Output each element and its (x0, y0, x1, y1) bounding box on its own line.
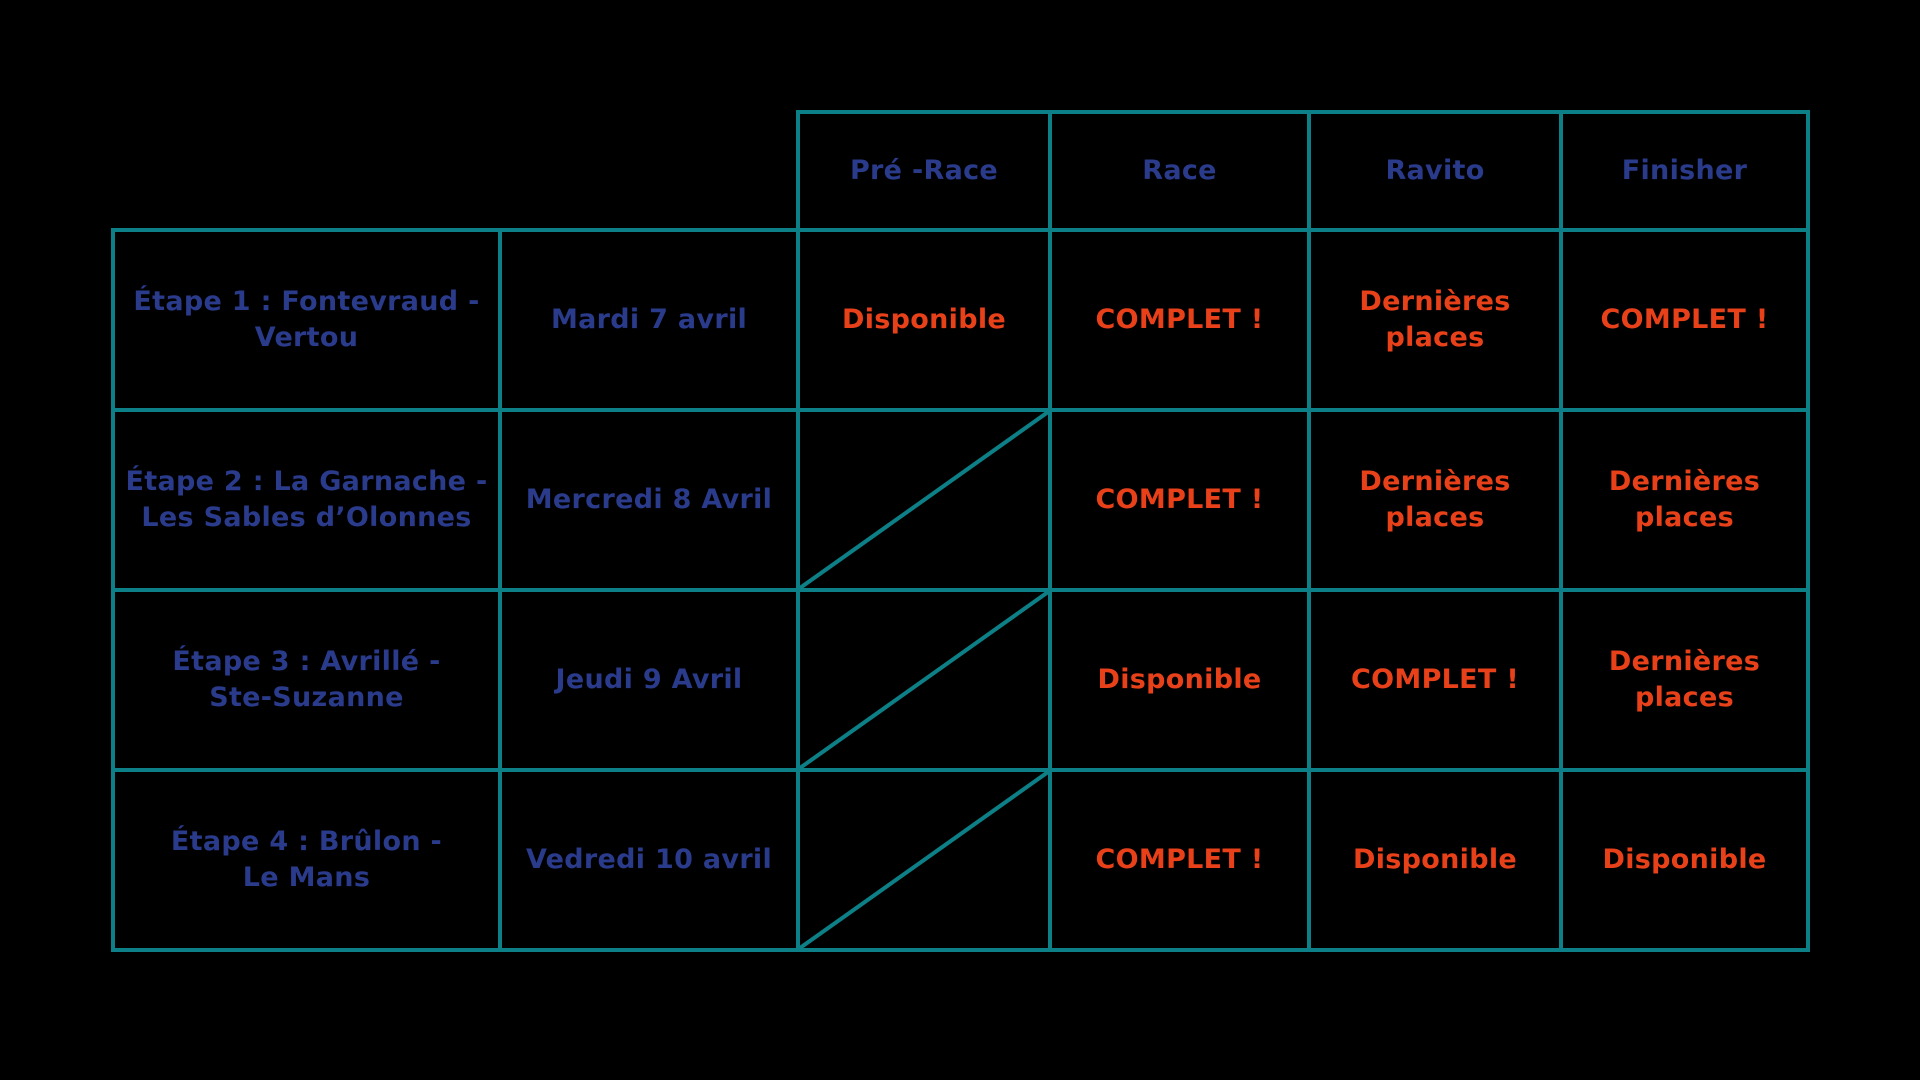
table-row-stage-2: Étape 2 : La Garnache - Les Sables d’Olo… (111, 408, 1810, 592)
status-cell-race: COMPLET ! (1048, 408, 1311, 592)
date-label: Mardi 7 avril (550, 303, 748, 335)
status-label: COMPLET ! (1600, 303, 1769, 335)
table-row-stage-3: Étape 3 : Avrillé - Ste-Suzanne Jeudi 9 … (111, 588, 1810, 772)
status-cell-ravito: COMPLET ! (1307, 588, 1563, 772)
date-cell: Vedredi 10 avril (498, 768, 800, 952)
header-cell-pre-race: Pré -Race (796, 110, 1052, 232)
header-label-ravito: Ravito (1385, 154, 1485, 186)
status-cell-race: COMPLET ! (1048, 228, 1311, 412)
stage-cell: Étape 2 : La Garnache - Les Sables d’Olo… (111, 408, 502, 592)
stage-label: Étape 2 : La Garnache - Les Sables d’Olo… (125, 465, 488, 533)
stage-cell: Étape 3 : Avrillé - Ste-Suzanne (111, 588, 502, 772)
status-cell-ravito: Disponible (1307, 768, 1563, 952)
status-label: Dernières places (1359, 285, 1511, 353)
diagonal-slash-icon (800, 772, 1048, 948)
status-cell-finisher: Dernières places (1559, 588, 1810, 772)
status-cell-pre-race-na (796, 768, 1052, 952)
status-label: Disponible (1097, 663, 1262, 695)
header-cell-race: Race (1048, 110, 1311, 232)
status-cell-finisher: Dernières places (1559, 408, 1810, 592)
header-void-stage (113, 112, 500, 230)
status-label: COMPLET ! (1095, 303, 1264, 335)
status-cell-ravito: Dernières places (1307, 408, 1563, 592)
stage-label: Étape 1 : Fontevraud - Vertou (133, 285, 480, 353)
header-cell-finisher: Finisher (1559, 110, 1810, 232)
header-row: Pré -Race Race Ravito Finisher (113, 110, 1810, 232)
status-cell-race: COMPLET ! (1048, 768, 1311, 952)
status-cell-ravito: Dernières places (1307, 228, 1563, 412)
status-label: COMPLET ! (1095, 843, 1264, 875)
stage-label: Étape 3 : Avrillé - Ste-Suzanne (172, 645, 441, 713)
table-row-stage-1: Étape 1 : Fontevraud - Vertou Mardi 7 av… (111, 228, 1810, 412)
date-cell: Mercredi 8 Avril (498, 408, 800, 592)
header-label-race: Race (1142, 154, 1217, 186)
stage-cell: Étape 1 : Fontevraud - Vertou (111, 228, 502, 412)
header-label-finisher: Finisher (1621, 154, 1748, 186)
status-label: Disponible (1353, 843, 1517, 875)
date-cell: Mardi 7 avril (498, 228, 800, 412)
status-label: Dernières places (1608, 645, 1761, 713)
stage-label: Étape 4 : Brûlon - Le Mans (170, 825, 443, 893)
header-cell-ravito: Ravito (1307, 110, 1563, 232)
status-cell-finisher: Disponible (1559, 768, 1810, 952)
header-void-date (500, 112, 798, 230)
status-label: Dernières places (1359, 465, 1511, 533)
table-row-stage-4: Étape 4 : Brûlon - Le Mans Vedredi 10 av… (111, 768, 1810, 952)
status-cell-race: Disponible (1048, 588, 1311, 772)
diagonal-slash-icon (800, 412, 1048, 588)
status-cell-pre-race-na (796, 588, 1052, 772)
status-cell-pre-race: Disponible (796, 228, 1052, 412)
header-label-pre-race: Pré -Race (849, 154, 999, 186)
status-label: Dernières places (1608, 465, 1761, 533)
status-label: COMPLET ! (1351, 663, 1519, 695)
date-label: Mercredi 8 Avril (525, 483, 773, 515)
stage-cell: Étape 4 : Brûlon - Le Mans (111, 768, 502, 952)
status-label: COMPLET ! (1095, 483, 1264, 515)
diagonal-slash-icon (800, 592, 1048, 768)
status-cell-pre-race-na (796, 408, 1052, 592)
date-label: Jeudi 9 Avril (555, 663, 743, 695)
status-label: Disponible (842, 303, 1006, 335)
date-label: Vedredi 10 avril (525, 843, 773, 875)
availability-table: Pré -Race Race Ravito Finisher Étape 1 :… (111, 110, 1810, 952)
date-cell: Jeudi 9 Avril (498, 588, 800, 772)
status-cell-finisher: COMPLET ! (1559, 228, 1810, 412)
status-label: Disponible (1602, 843, 1767, 875)
